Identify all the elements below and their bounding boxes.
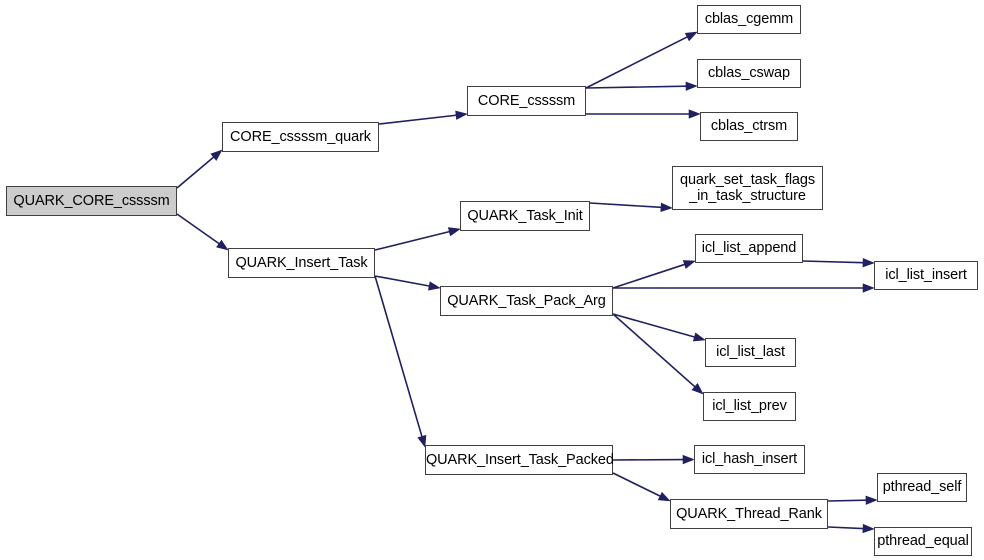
graph-node-label: icl_list_insert (885, 267, 967, 284)
graph-node-label: icl_list_last (716, 344, 785, 361)
arrow-head-icon (685, 81, 698, 91)
graph-node-label: QUARK_Insert_Task (235, 254, 368, 271)
graph-node-quark_thread_rank[interactable]: QUARK_Thread_Rank (670, 499, 828, 529)
graph-node-label: quark_set_task_flags _in_task_structure (679, 171, 816, 204)
graph-node-core_cssssm[interactable]: CORE_cssssm (467, 86, 586, 116)
call-edge-core_cssssm_quark-to-core_cssssm (378, 110, 468, 125)
call-edge-core_cssssm-to-cblas_cgemm (585, 31, 698, 89)
call-edge-quark_thread_rank-to-pthread_self (827, 495, 878, 505)
arrow-head-icon (682, 454, 695, 465)
call-edge-core_cssssm-to-cblas_cswap (585, 81, 698, 91)
graph-node-cblas_ctrsm[interactable]: cblas_ctrsm (700, 112, 798, 141)
arrow-head-icon (455, 110, 468, 120)
graph-node-cblas_cswap[interactable]: cblas_cswap (697, 59, 801, 88)
graph-node-label: QUARK_Task_Pack_Arg (447, 292, 606, 309)
graph-node-label: icl_list_append (701, 240, 797, 257)
graph-node-quark_task_init[interactable]: QUARK_Task_Init (460, 201, 590, 231)
graph-node-icl_hash_insert[interactable]: icl_hash_insert (694, 445, 805, 474)
graph-node-icl_list_insert[interactable]: icl_list_insert (874, 261, 978, 290)
call-edge-quark_insert_task_packed-to-quark_thread_rank (612, 472, 671, 502)
arrow-head-icon (660, 202, 673, 212)
graph-node-label: cblas_ctrsm (710, 118, 788, 135)
graph-node-label: pthread_self (882, 479, 962, 496)
arrow-head-icon (210, 149, 223, 161)
graph-node-quark_insert_task_packed[interactable]: QUARK_Insert_Task_Packed (425, 445, 614, 475)
arrow-head-icon (447, 227, 461, 237)
arrow-head-icon (428, 281, 441, 291)
graph-node-label: CORE_cssssm_quark (230, 128, 371, 145)
call-edge-quark_core_cssssm-to-core_cssssm_quark (176, 149, 223, 189)
graph-node-icl_list_last[interactable]: icl_list_last (705, 338, 796, 367)
graph-node-label: cblas_cswap (708, 65, 790, 82)
arrow-head-icon (682, 260, 696, 269)
graph-node-label: pthread_equal (877, 533, 969, 550)
arrow-head-icon (216, 239, 229, 251)
call-edge-quark_task_pack_arg-to-icl_list_last (612, 313, 706, 342)
call-edge-quark_insert_task-to-quark_task_pack_arg (374, 275, 441, 291)
call-edge-quark_task_pack_arg-to-icl_list_append (612, 260, 696, 289)
graph-node-label: QUARK_CORE_cssssm (13, 192, 170, 209)
call-edge-quark_core_cssssm-to-quark_insert_task (176, 213, 229, 251)
graph-node-label: QUARK_Thread_Rank (676, 505, 822, 522)
arrow-head-icon (684, 31, 698, 42)
graph-node-pthread_equal[interactable]: pthread_equal (874, 527, 972, 556)
graph-node-label: QUARK_Insert_Task_Packed (426, 451, 614, 468)
graph-node-label: QUARK_Task_Init (467, 207, 583, 224)
graph-node-label: CORE_cssssm (477, 92, 576, 109)
call-edge-quark_task_pack_arg-to-icl_list_insert (613, 283, 875, 293)
call-edge-core_cssssm-to-cblas_ctrsm (586, 109, 701, 119)
call-edge-icl_list_append-to-icl_list_insert (802, 258, 875, 268)
graph-node-icl_list_append[interactable]: icl_list_append (695, 234, 803, 263)
graph-node-cblas_cgemm[interactable]: cblas_cgemm (697, 5, 801, 34)
call-edge-quark_insert_task-to-quark_insert_task_packed (374, 275, 427, 448)
graph-node-label: icl_list_prev (712, 398, 787, 415)
arrow-head-icon (691, 383, 704, 395)
graph-node-icl_list_prev[interactable]: icl_list_prev (703, 392, 796, 421)
arrow-head-icon (862, 283, 875, 293)
call-edge-quark_insert_task_packed-to-icl_hash_insert (612, 454, 695, 465)
arrow-head-icon (692, 332, 706, 342)
graph-node-label: cblas_cgemm (704, 11, 794, 28)
graph-node-quark_insert_task[interactable]: QUARK_Insert_Task (228, 248, 375, 278)
arrow-head-icon (862, 523, 875, 534)
arrow-head-icon (657, 491, 671, 502)
call-edge-quark_task_pack_arg-to-icl_list_prev (612, 313, 704, 395)
graph-node-core_cssssm_quark[interactable]: CORE_cssssm_quark (222, 122, 379, 152)
call-edge-quark_insert_task-to-quark_task_init (374, 227, 461, 251)
arrow-head-icon (865, 495, 878, 505)
graph-node-label: icl_hash_insert (701, 451, 798, 468)
graph-node-quark_core_cssssm[interactable]: QUARK_CORE_cssssm (6, 186, 177, 216)
call-edge-quark_thread_rank-to-pthread_equal (827, 523, 875, 534)
graph-node-quark_task_pack_arg[interactable]: QUARK_Task_Pack_Arg (440, 286, 613, 316)
call-edge-quark_task_init-to-quark_set_task_flags (589, 202, 673, 212)
arrow-head-icon (862, 258, 875, 268)
graph-node-pthread_self[interactable]: pthread_self (877, 473, 967, 502)
arrow-head-icon (688, 109, 701, 119)
graph-node-quark_set_task_flags[interactable]: quark_set_task_flags _in_task_structure (672, 166, 823, 210)
